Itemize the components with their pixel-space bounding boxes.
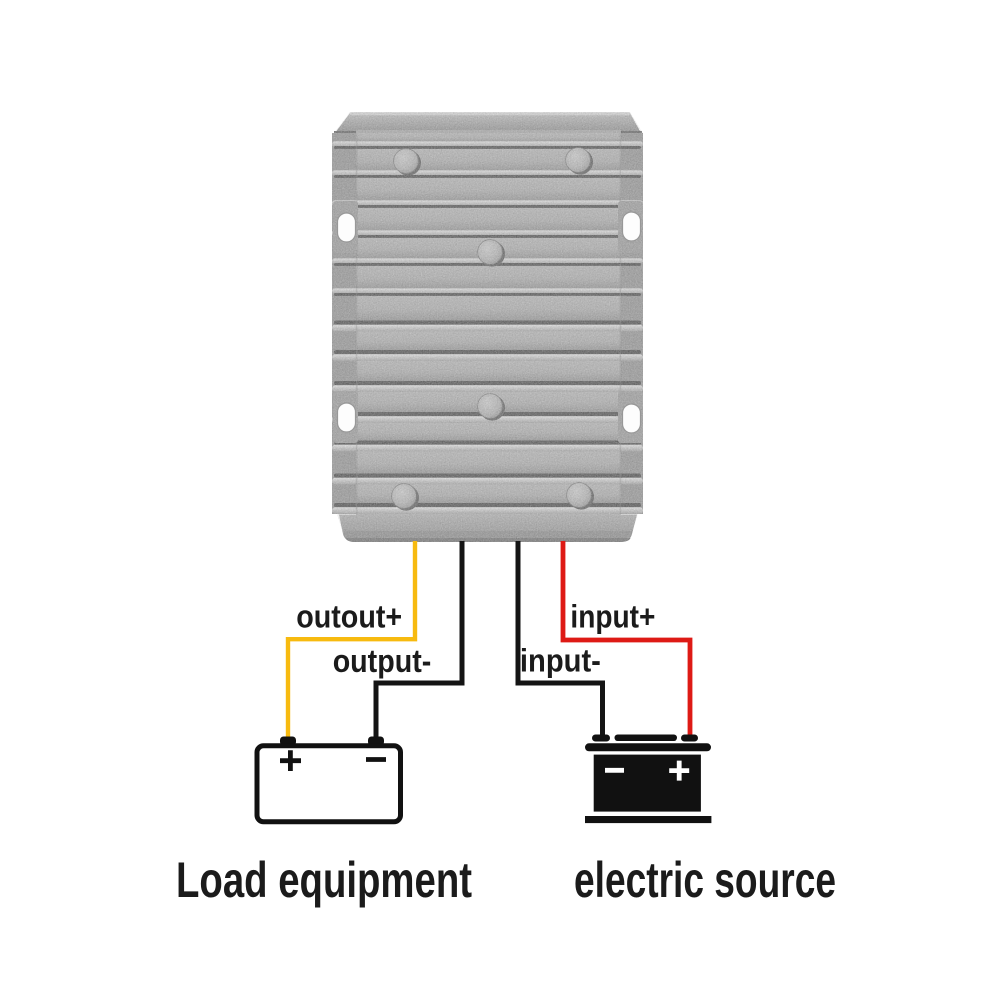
- svg-text:outout+: outout+: [296, 599, 402, 635]
- svg-text:input+: input+: [570, 599, 655, 635]
- svg-text:output-: output-: [333, 643, 432, 679]
- svg-text:Load equipment: Load equipment: [176, 852, 472, 908]
- svg-text:input-: input-: [520, 643, 601, 679]
- svg-text:electric source: electric source: [574, 852, 836, 908]
